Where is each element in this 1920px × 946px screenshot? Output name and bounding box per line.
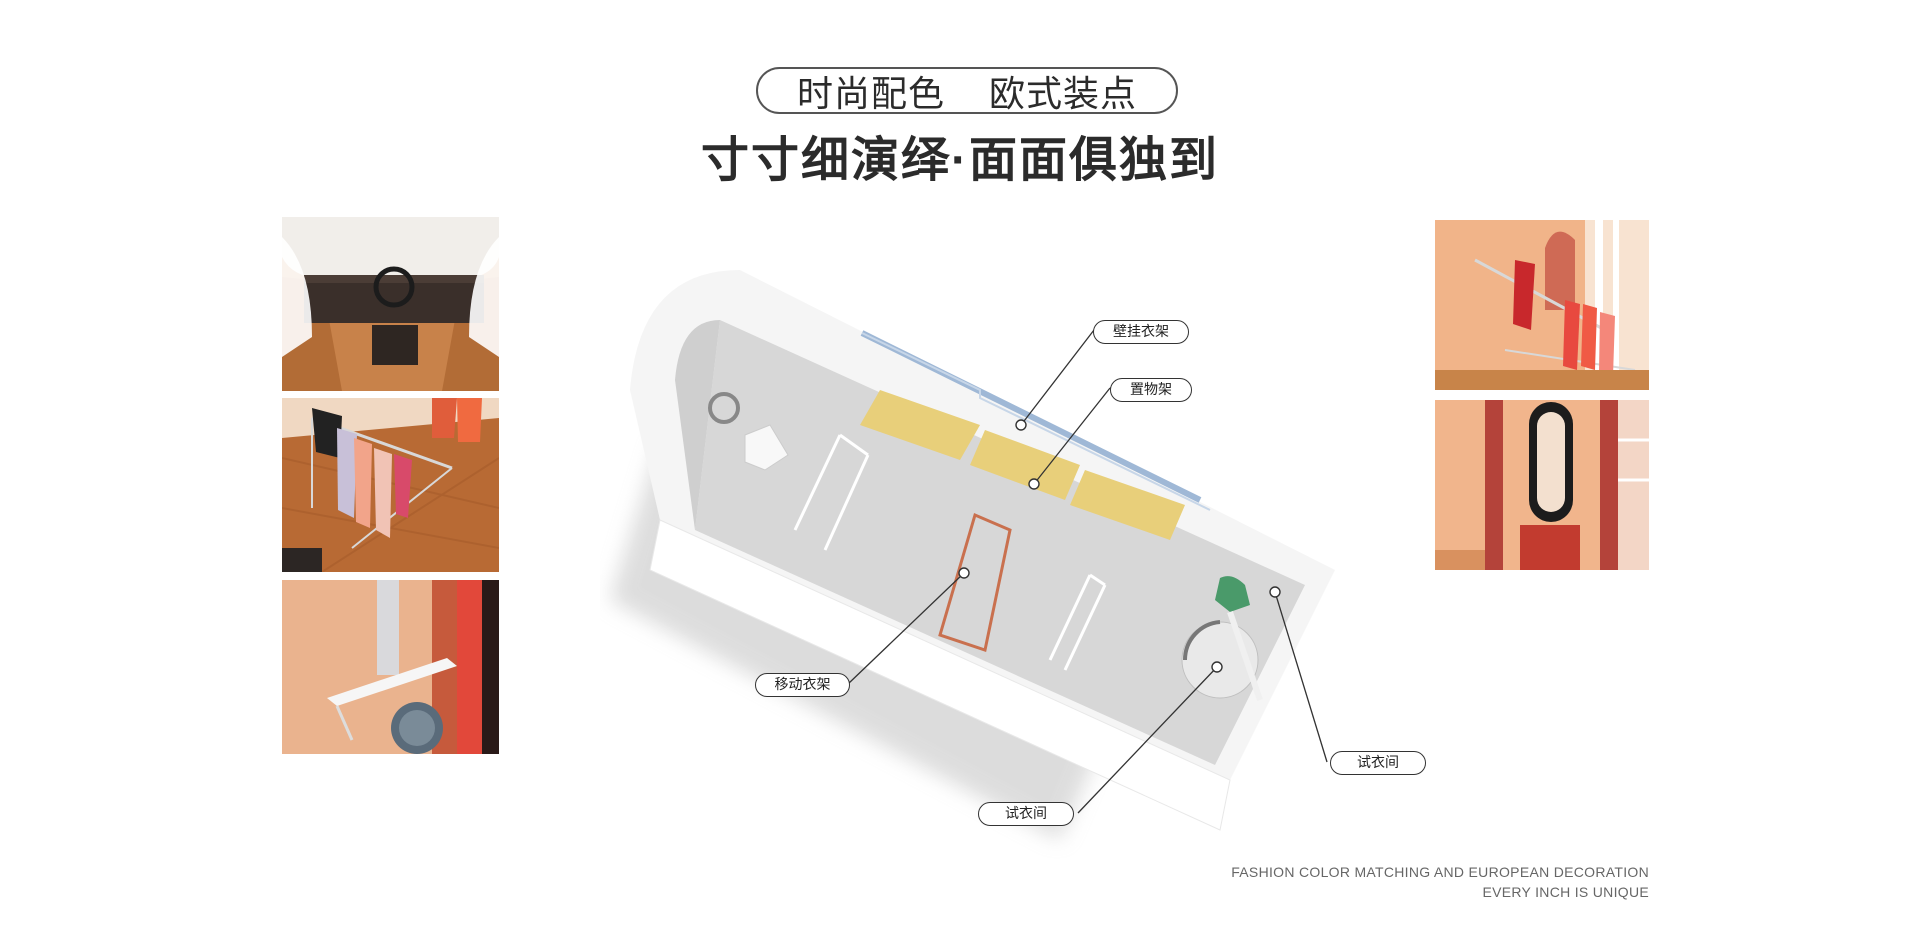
container-side-wall	[649, 519, 1231, 831]
thumb-fitting-mirror	[1435, 400, 1649, 570]
container-floor	[695, 320, 1305, 765]
thumb-driver-cabin	[282, 217, 499, 391]
mobile-rack-shape	[938, 512, 1012, 652]
callout-wall-rack: 壁挂衣架	[1093, 320, 1189, 344]
thumb-shelf-corner	[282, 580, 499, 754]
subtitle-left: 时尚配色	[796, 72, 945, 114]
fitting-room-seat	[1215, 576, 1250, 612]
callout-fitting-room-bottom: 试衣间	[978, 802, 1074, 826]
footer-line-2: EVERY INCH IS UNIQUE	[1482, 884, 1649, 900]
shelf-1	[860, 390, 980, 460]
shelf-dot	[1028, 478, 1040, 490]
shelf-2	[970, 430, 1080, 500]
callout-shelf: 置物架	[1110, 378, 1192, 402]
shelf-3	[1070, 470, 1185, 540]
subtitle-right: 欧式装点	[989, 72, 1138, 114]
subtitle-pill: 时尚配色 欧式装点	[756, 67, 1178, 114]
driver-seat	[744, 424, 789, 471]
callout-fitting-room-right: 试衣间	[1330, 751, 1426, 775]
page-headline: 寸寸细演绎·面面俱独到	[701, 134, 1219, 187]
steering-wheel	[708, 392, 740, 424]
footer-line-1: FASHION COLOR MATCHING AND EUROPEAN DECO…	[1231, 864, 1649, 880]
thumb-clothes-rack	[282, 398, 499, 572]
callout-mobile-rack: 移动衣架	[755, 673, 850, 697]
thumb-wall-rack	[1435, 220, 1649, 390]
container-floorplan-illustration	[610, 270, 1335, 840]
fitting-room-bottom-dot	[1211, 661, 1223, 673]
fitting-room-right-dot	[1269, 586, 1281, 598]
mobile-rack-dot	[958, 567, 970, 579]
footer-caption: FASHION COLOR MATCHING AND EUROPEAN DECO…	[1231, 862, 1649, 902]
wall-rack-dot	[1015, 419, 1027, 431]
